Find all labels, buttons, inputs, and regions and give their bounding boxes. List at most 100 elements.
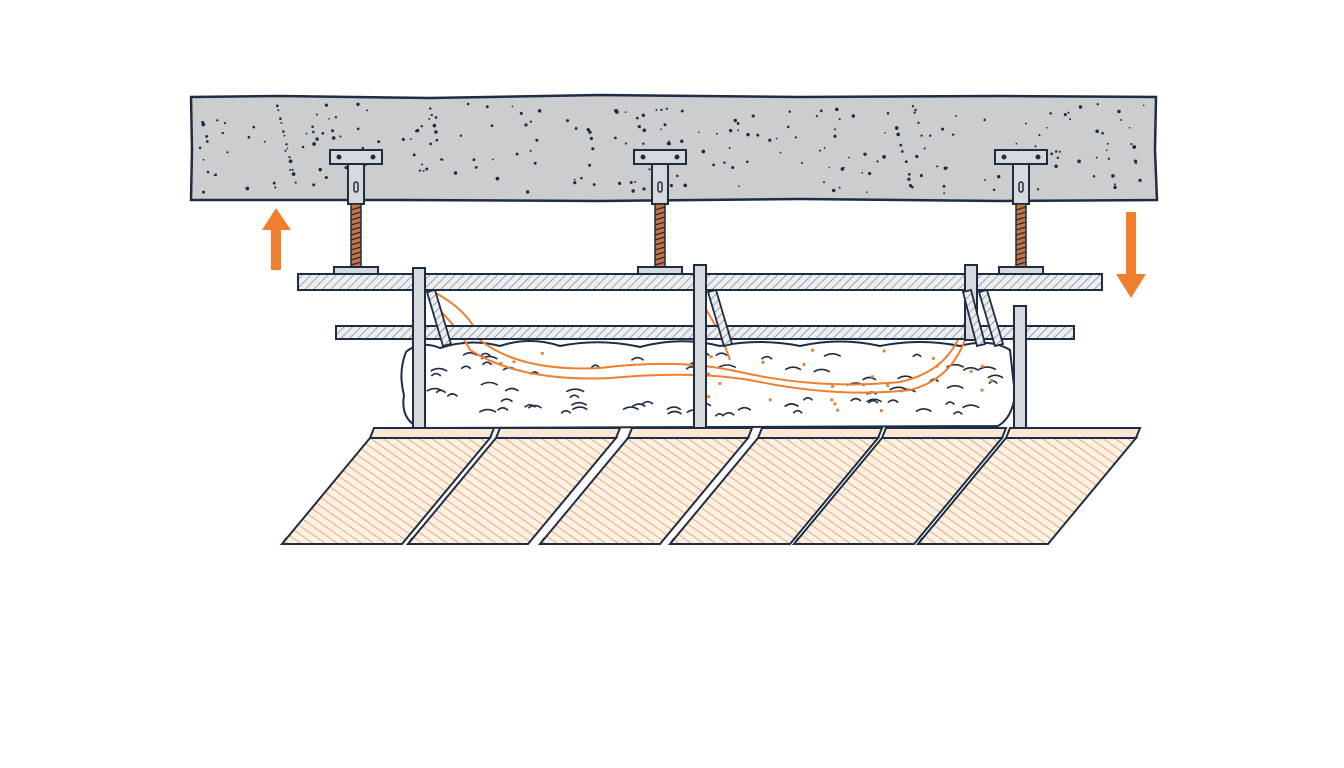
speckle xyxy=(838,118,841,121)
fiber-dot xyxy=(886,383,890,388)
speckle xyxy=(286,147,289,150)
speckle xyxy=(635,116,639,120)
speckle xyxy=(914,108,917,112)
speckle xyxy=(768,138,772,142)
speckle xyxy=(420,124,423,128)
speckle xyxy=(631,189,635,193)
speckle xyxy=(1133,159,1138,163)
fiber-mark xyxy=(813,368,831,373)
speckle xyxy=(800,161,803,164)
fiber-mark xyxy=(945,401,956,406)
speckle xyxy=(907,177,911,181)
fiber-dot xyxy=(833,402,837,406)
speckle xyxy=(466,102,470,106)
speckle xyxy=(1132,145,1137,149)
speckle xyxy=(941,127,945,131)
fiber-dot xyxy=(989,378,994,382)
speckle xyxy=(344,166,348,170)
speckle xyxy=(1142,104,1145,107)
speckle xyxy=(491,158,494,161)
speckle xyxy=(838,186,841,189)
fiber-dot xyxy=(761,360,765,364)
speckle xyxy=(318,167,322,172)
speckle xyxy=(886,112,890,115)
speckle xyxy=(894,126,899,130)
speckle xyxy=(205,140,209,143)
fiber-dot xyxy=(969,369,973,373)
speckle xyxy=(663,123,667,127)
speckle xyxy=(573,178,576,181)
speckle xyxy=(680,109,684,113)
fiber-mark xyxy=(714,413,725,417)
speckle xyxy=(289,169,292,171)
speckle xyxy=(819,109,823,113)
speckle xyxy=(904,160,908,164)
speckle xyxy=(252,125,256,129)
speckle xyxy=(272,181,276,185)
speckle xyxy=(524,123,528,127)
fiber-mark xyxy=(802,397,814,401)
speckle xyxy=(589,136,594,141)
speckle xyxy=(275,104,279,108)
speckle xyxy=(923,147,926,150)
speckle xyxy=(566,119,570,123)
speckle xyxy=(660,128,662,131)
speckle xyxy=(915,154,919,159)
speckle xyxy=(712,163,715,167)
speckle xyxy=(896,132,901,137)
speckle xyxy=(288,159,293,164)
speckle xyxy=(1113,183,1116,186)
speckle xyxy=(418,169,422,172)
fiber-mark xyxy=(641,400,654,405)
fiber-mark xyxy=(590,364,601,369)
fiber-mark xyxy=(915,408,932,413)
speckle xyxy=(655,109,658,111)
fiber-mark xyxy=(952,411,963,415)
speckle xyxy=(822,181,826,184)
speckle xyxy=(823,147,826,150)
fiber-dot xyxy=(836,408,840,412)
speckle xyxy=(1050,152,1054,156)
fiber-mark xyxy=(481,361,493,366)
speckle xyxy=(1049,112,1052,115)
speckle xyxy=(324,175,328,180)
diagonal-brace xyxy=(961,288,987,348)
fiber-dot xyxy=(810,348,815,352)
speckle xyxy=(226,151,229,154)
speckle xyxy=(283,134,286,137)
speckle xyxy=(642,187,646,191)
fiber-mark xyxy=(962,367,980,371)
speckle xyxy=(913,111,916,114)
hanger-bracket-icon xyxy=(994,149,1048,275)
speckle xyxy=(1058,150,1061,153)
speckle xyxy=(614,136,617,140)
speckle xyxy=(900,150,904,153)
speckle xyxy=(929,134,932,137)
fiber-mark xyxy=(667,410,682,415)
speckle xyxy=(936,165,939,168)
fiber-mark xyxy=(850,397,862,402)
ceiling-panel xyxy=(791,427,1008,545)
speckle xyxy=(441,158,444,161)
fiber-mark xyxy=(460,365,472,370)
speckle xyxy=(366,109,369,112)
fiber-mark xyxy=(737,406,752,411)
speckle xyxy=(586,127,590,132)
fiber-dot xyxy=(870,375,875,379)
speckle xyxy=(882,155,886,159)
fiber-mark xyxy=(430,367,448,372)
arrow-up-icon xyxy=(262,208,291,270)
speckle xyxy=(485,105,489,109)
speckle xyxy=(642,128,647,133)
fiber-mark xyxy=(946,385,964,389)
speckle xyxy=(907,173,911,176)
speckle xyxy=(737,129,740,132)
speckle xyxy=(537,109,542,113)
diagonal-brace xyxy=(706,288,734,348)
speckle xyxy=(983,118,986,122)
speckle xyxy=(1024,122,1027,125)
speckle xyxy=(495,176,500,181)
speckle xyxy=(665,107,668,110)
speckle xyxy=(421,163,424,166)
